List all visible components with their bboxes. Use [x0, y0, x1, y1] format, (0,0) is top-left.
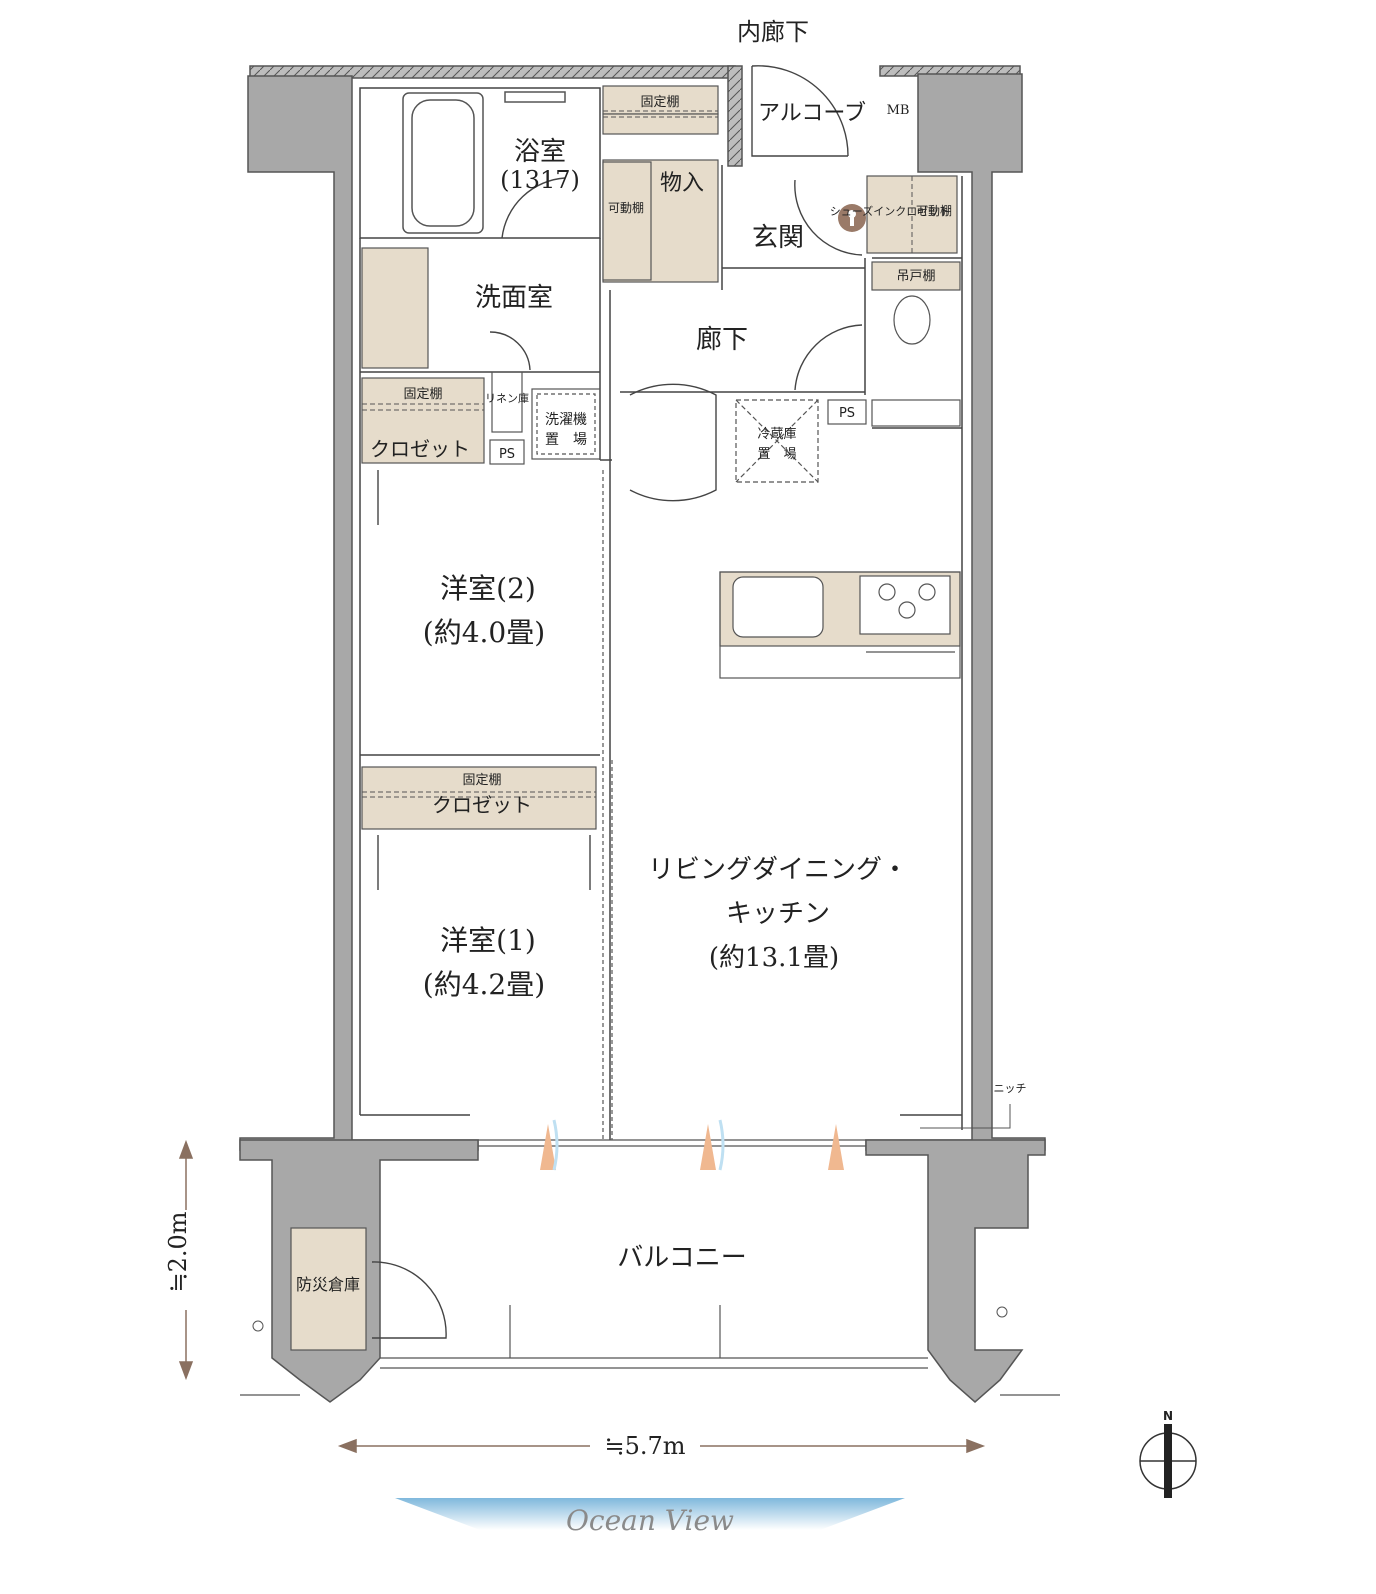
label-fixed-shelf-closet: 固定棚	[403, 387, 442, 402]
label-room1: 洋室(1)	[440, 924, 536, 957]
compass-icon	[1139, 1424, 1197, 1498]
label-movable-shelf-left: 可動棚	[608, 200, 644, 215]
label-movable-shelf-right: 可動棚	[916, 203, 952, 218]
bathtub	[402, 91, 566, 234]
label-bath-size: (1317)	[500, 166, 580, 194]
label-fridge-place: 置 場	[757, 447, 796, 462]
sliding-doors	[478, 470, 866, 1147]
label-north: N	[1163, 1409, 1173, 1423]
label-dim-horizontal: ≒5.7m	[604, 1432, 685, 1460]
fridge-space	[735, 399, 867, 483]
label-room2-size: (約4.0畳)	[423, 616, 545, 649]
dimension-arrows	[178, 1139, 986, 1454]
label-closet-top: クロゼット	[370, 437, 470, 461]
label-closet-room1: クロゼット	[432, 793, 532, 817]
kitchen-counter	[719, 571, 961, 679]
label-linen: リネン庫	[485, 391, 529, 405]
drain-right	[996, 1306, 1008, 1318]
label-dim-vertical: ≒2.0m	[164, 1211, 192, 1292]
label-fridge: 冷蔵庫	[757, 427, 796, 442]
label-corridor-inner: 内廊下	[737, 18, 809, 46]
label-washer: 洗濯機	[545, 412, 587, 428]
label-fixed-shelf-top: 固定棚	[640, 95, 679, 110]
label-storage: 物入	[660, 171, 704, 196]
label-room2: 洋室(2)	[440, 572, 536, 605]
label-bath: 浴室	[514, 137, 566, 167]
balcony-rail	[240, 1305, 1060, 1396]
label-ps-left: PS	[499, 447, 515, 462]
label-balcony: バルコニー	[617, 1243, 746, 1273]
label-ocean-view: Ocean View	[566, 1504, 734, 1537]
label-washroom: 洗面室	[475, 283, 553, 313]
label-ps-right: PS	[839, 406, 855, 421]
label-ldk-line1: リビングダイニング・	[648, 855, 908, 885]
label-alcove: アルコーブ	[758, 101, 866, 126]
storage-dashes	[362, 110, 913, 798]
key-icon	[838, 204, 866, 232]
toilet	[871, 261, 961, 427]
label-entrance: 玄関	[752, 223, 804, 253]
label-mb: MB	[887, 103, 910, 118]
label-shoe-closet: シューズインクロゼット	[830, 204, 950, 218]
label-washer-place: 置 場	[545, 432, 587, 448]
label-disaster-storage: 防災倉庫	[296, 1275, 360, 1294]
label-niche: ニッチ	[994, 1082, 1027, 1095]
label-ldk-size: (約13.1畳)	[709, 943, 839, 973]
storage-blocks	[361, 85, 961, 830]
label-fixed-shelf-room1: 固定棚	[462, 773, 501, 788]
label-ldk-line2: キッチン	[726, 899, 830, 929]
label-hallway: 廊下	[696, 325, 748, 355]
niche-leader	[920, 1104, 1011, 1129]
drain-left	[252, 1320, 264, 1332]
ocean-view-banner	[395, 1498, 905, 1530]
disaster-storage-box	[290, 1227, 367, 1351]
washer-space	[489, 371, 601, 465]
vent-markers	[540, 1119, 844, 1171]
doors	[371, 65, 863, 1339]
label-hanging-shelf: 吊戸棚	[896, 269, 935, 284]
labels: 内廊下 アルコーブ MB 浴室 (1317) 固定棚 物入 可動棚 玄関 シュー…	[164, 18, 1173, 1537]
label-room1-size: (約4.2畳)	[423, 968, 545, 1001]
